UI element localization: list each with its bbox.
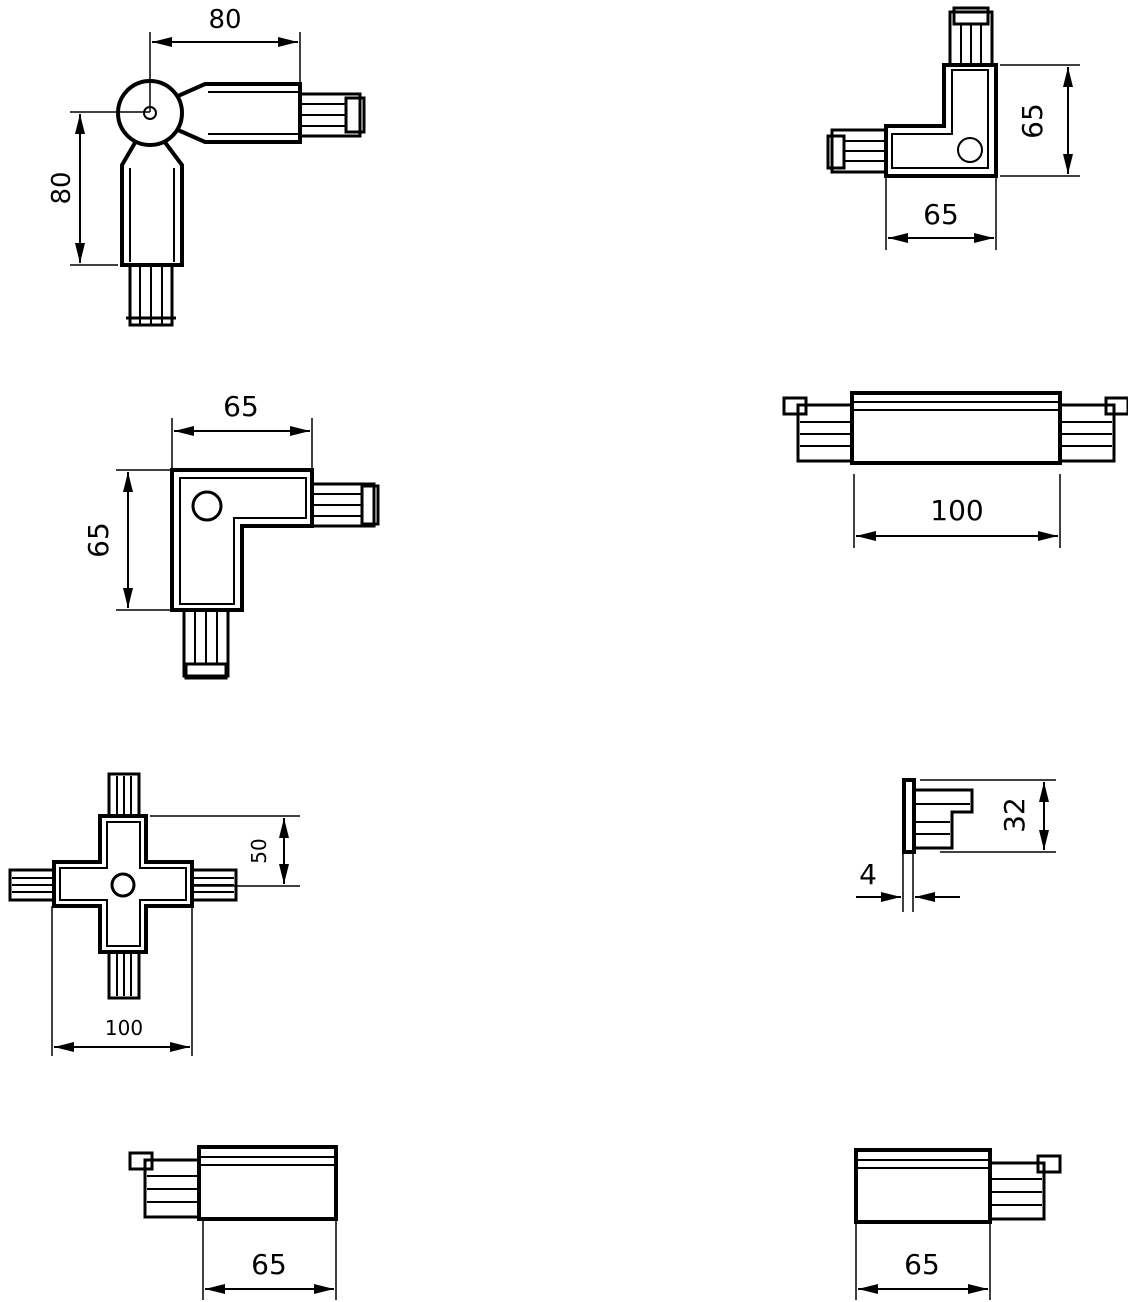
dim-cross-height: 50: [247, 838, 271, 863]
dim-feed-right-length: 65: [904, 1248, 940, 1281]
dim-corner-left-vertical: 65: [82, 522, 115, 558]
dim-cross-width: 100: [105, 1016, 143, 1040]
dim-flex-horizontal: 80: [208, 5, 241, 35]
straight-connector-drawing: 100: [782, 391, 1128, 548]
flexible-corner-drawing: 80 80: [47, 5, 366, 327]
corner-right-drawing: 65 65: [826, 6, 1080, 250]
dim-feed-left-length: 65: [251, 1248, 287, 1281]
corner-left-drawing: 65 65: [82, 390, 380, 680]
cross-connector-drawing: 50 100: [8, 772, 300, 1056]
feed-left-drawing: 65: [128, 1145, 338, 1300]
dim-corner-right-horizontal: 65: [923, 198, 959, 231]
dim-endcap-height: 32: [998, 797, 1031, 833]
dim-endcap-thickness: 4: [859, 858, 877, 891]
feed-right-drawing: 65: [854, 1148, 1062, 1300]
dim-corner-right-vertical: 65: [1016, 103, 1049, 139]
end-cap-drawing: 32 4: [856, 778, 1056, 912]
dim-straight-length: 100: [930, 494, 983, 527]
dim-flex-vertical: 80: [47, 171, 77, 204]
dim-corner-left-horizontal: 65: [223, 390, 259, 423]
